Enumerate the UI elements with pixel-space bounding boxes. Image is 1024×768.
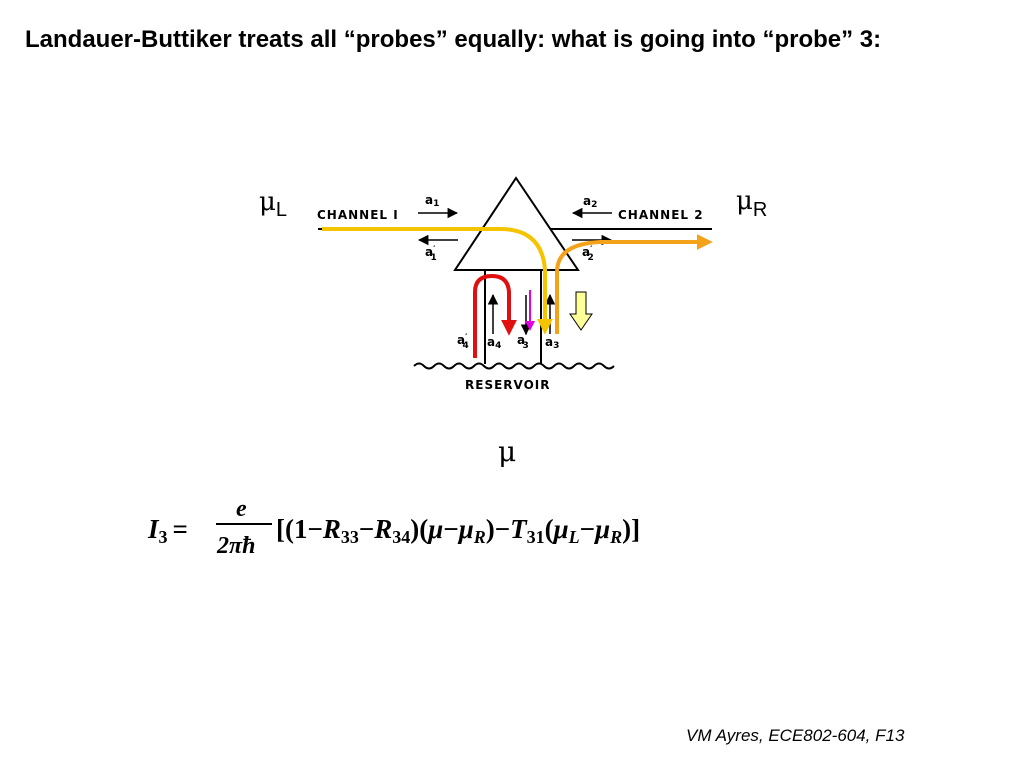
equation-body: [(1−R33−R34)(μ−μR)−T31(μL−μR)] <box>276 514 640 547</box>
label-a3-prime: a′3 <box>517 333 529 351</box>
slide-footer: VM Ayres, ECE802-604, F13 <box>686 726 905 745</box>
mu-right-label: μR <box>736 186 767 221</box>
current-equation: I3= e 2πħ [(1−R33−R34)(μ−μR)−T31(μL−μR)] <box>147 496 640 559</box>
label-a1: a1 <box>425 193 439 209</box>
label-a1-prime: a′1 <box>425 245 437 263</box>
label-a4: a4 <box>487 335 501 351</box>
label-a2-prime: a′2 <box>582 245 594 263</box>
red-reflection-path <box>473 273 517 358</box>
mu-center-label: μ <box>498 435 516 468</box>
junction-triangle <box>453 176 580 271</box>
orange-transmission-path <box>555 234 713 334</box>
reservoir-surface <box>413 362 615 370</box>
label-a3: a3 <box>545 335 559 351</box>
label-a4-prime: a′4 <box>457 333 469 351</box>
equation-lhs: I3= <box>147 514 188 547</box>
reservoir-label: RESERVOIR <box>465 378 551 392</box>
label-a2: a2 <box>583 194 597 210</box>
block-arrow-outgoing <box>569 291 593 331</box>
slide-title: Landauer-Buttiker treats all “probes” eq… <box>25 26 882 53</box>
mu-left-label: μL <box>259 187 287 221</box>
equation-denominator: 2πħ <box>216 533 255 559</box>
channel-1-label: CHANNEL I <box>317 208 399 222</box>
channel-2-label: CHANNEL 2 <box>618 208 704 222</box>
yellow-transmission-path <box>322 227 553 335</box>
equation-numerator: e <box>236 496 247 522</box>
